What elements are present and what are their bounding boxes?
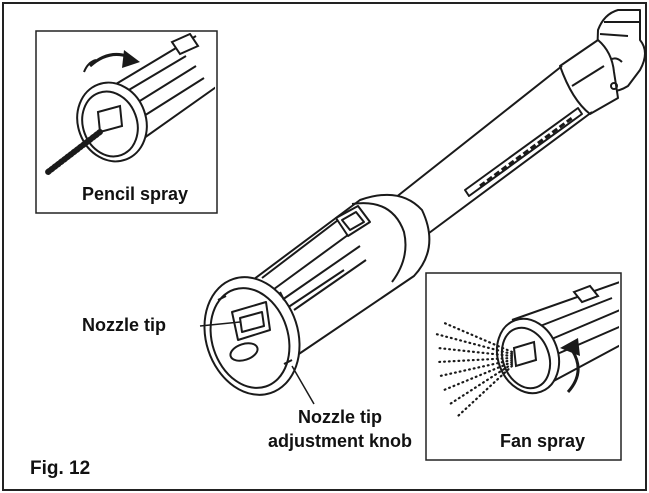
fan-spray-label: Fan spray [500,430,585,452]
nozzle-tip-label: Nozzle tip [82,314,166,336]
figure-caption: Fig. 12 [30,458,90,480]
knob-label-line2: adjustment knob [250,430,430,452]
pencil-spray-label: Pencil spray [82,183,188,205]
knob-label-line1: Nozzle tip [250,406,430,428]
